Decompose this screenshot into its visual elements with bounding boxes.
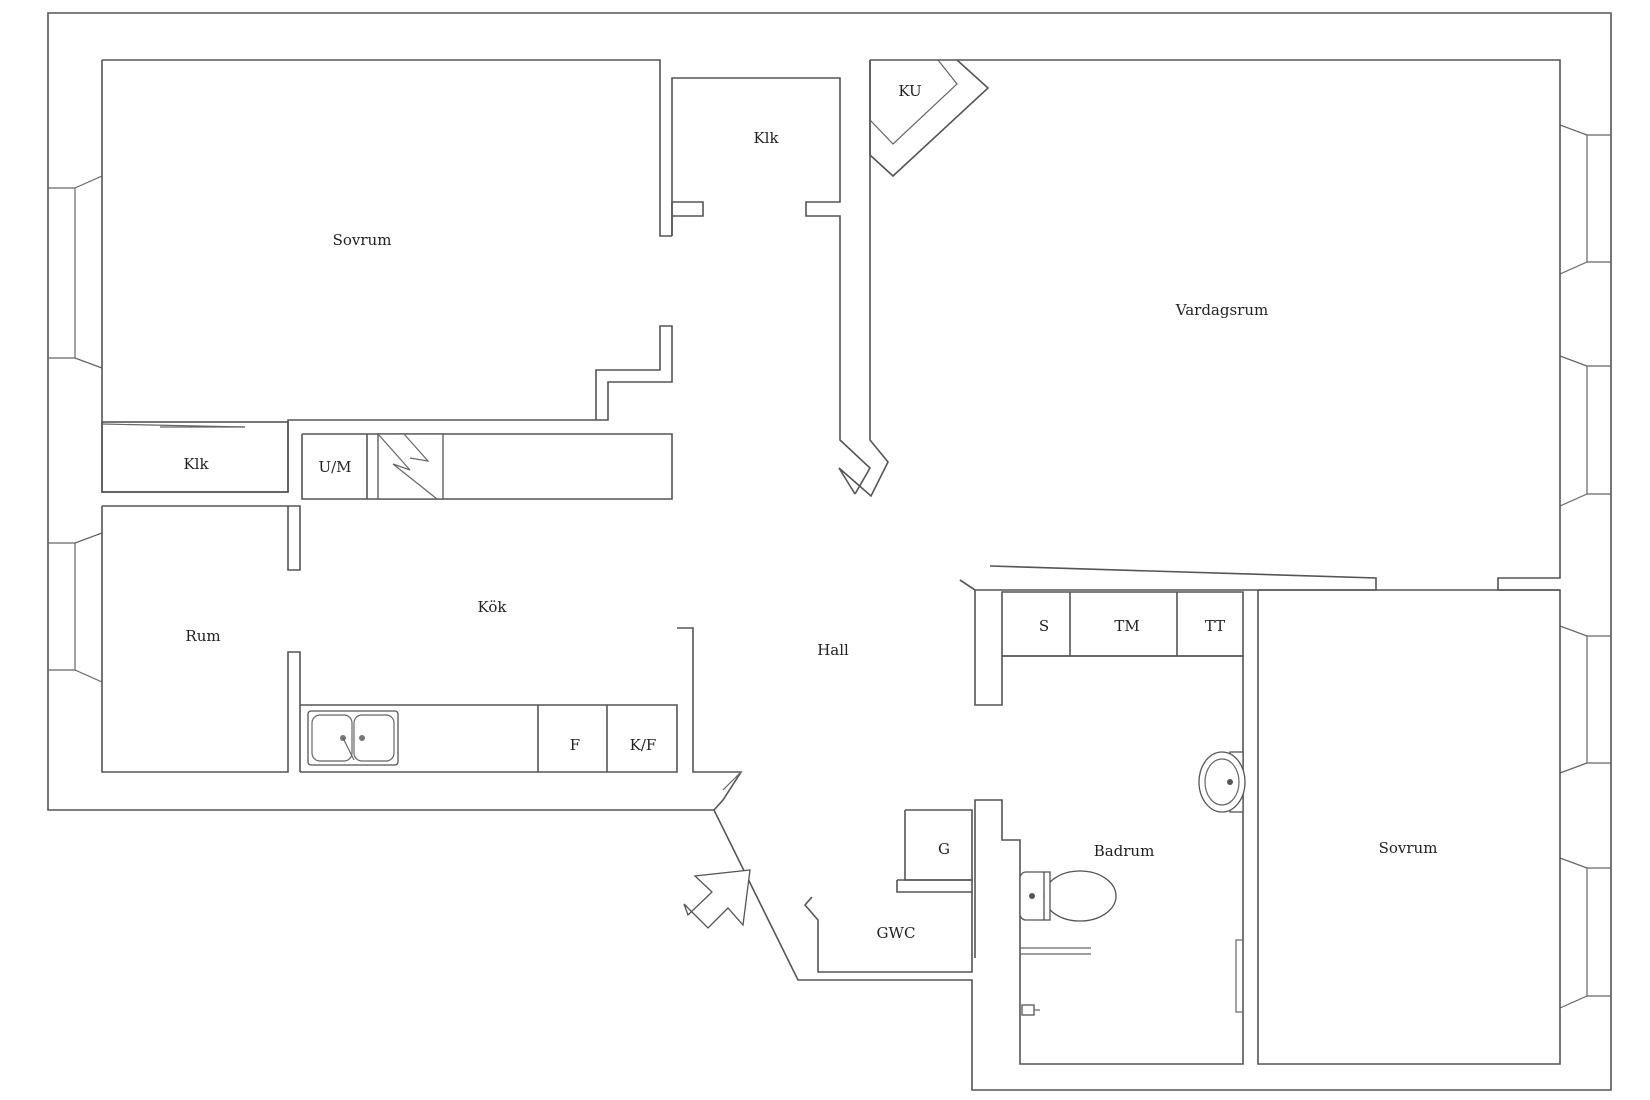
wall-rum	[102, 505, 301, 571]
label-gwc: GWC	[877, 924, 916, 942]
label-g: G	[938, 840, 950, 858]
wall-kok-counter	[300, 704, 678, 773]
windows-left	[48, 175, 103, 683]
wall-sovrum-right	[1257, 589, 1561, 1065]
label-tt: TT	[1205, 617, 1225, 635]
label-s: S	[1039, 617, 1049, 635]
label-kf: K/F	[630, 736, 657, 754]
floor-drain-icon	[1021, 1004, 1040, 1016]
label-um: U/M	[318, 458, 351, 476]
wall-um	[301, 433, 673, 500]
label-vardagsrum: Vardagsrum	[1175, 301, 1268, 319]
outer-wall	[47, 12, 1612, 1091]
wall-sovrum-top	[102, 59, 672, 237]
label-rum: Rum	[185, 627, 220, 645]
windows-right	[1559, 124, 1611, 1009]
label-sovrum-top: Sovrum	[333, 231, 392, 249]
entrance-arrow-icon	[683, 869, 751, 929]
fireplace-icon	[377, 433, 444, 500]
wall-klk-top	[671, 77, 872, 495]
label-klk-left: Klk	[183, 455, 209, 473]
label-f: F	[570, 736, 580, 754]
label-badrum: Badrum	[1094, 842, 1155, 860]
wall-badrum	[974, 655, 1244, 1065]
washbasin-icon	[1198, 751, 1246, 813]
wall-ku	[869, 59, 990, 178]
wall-vardagsrum	[870, 59, 1561, 591]
label-hall: Hall	[817, 641, 849, 659]
label-kok: Kök	[478, 598, 508, 616]
double-sink-icon	[307, 710, 399, 766]
wall-storage	[959, 579, 1244, 706]
label-tm: TM	[1114, 617, 1139, 635]
label-klk-top: Klk	[753, 129, 779, 147]
toilet-icon	[1019, 870, 1117, 922]
wall-klk-left	[101, 421, 289, 493]
label-ku: KU	[898, 82, 921, 100]
label-sovrum-right: Sovrum	[1379, 839, 1438, 857]
